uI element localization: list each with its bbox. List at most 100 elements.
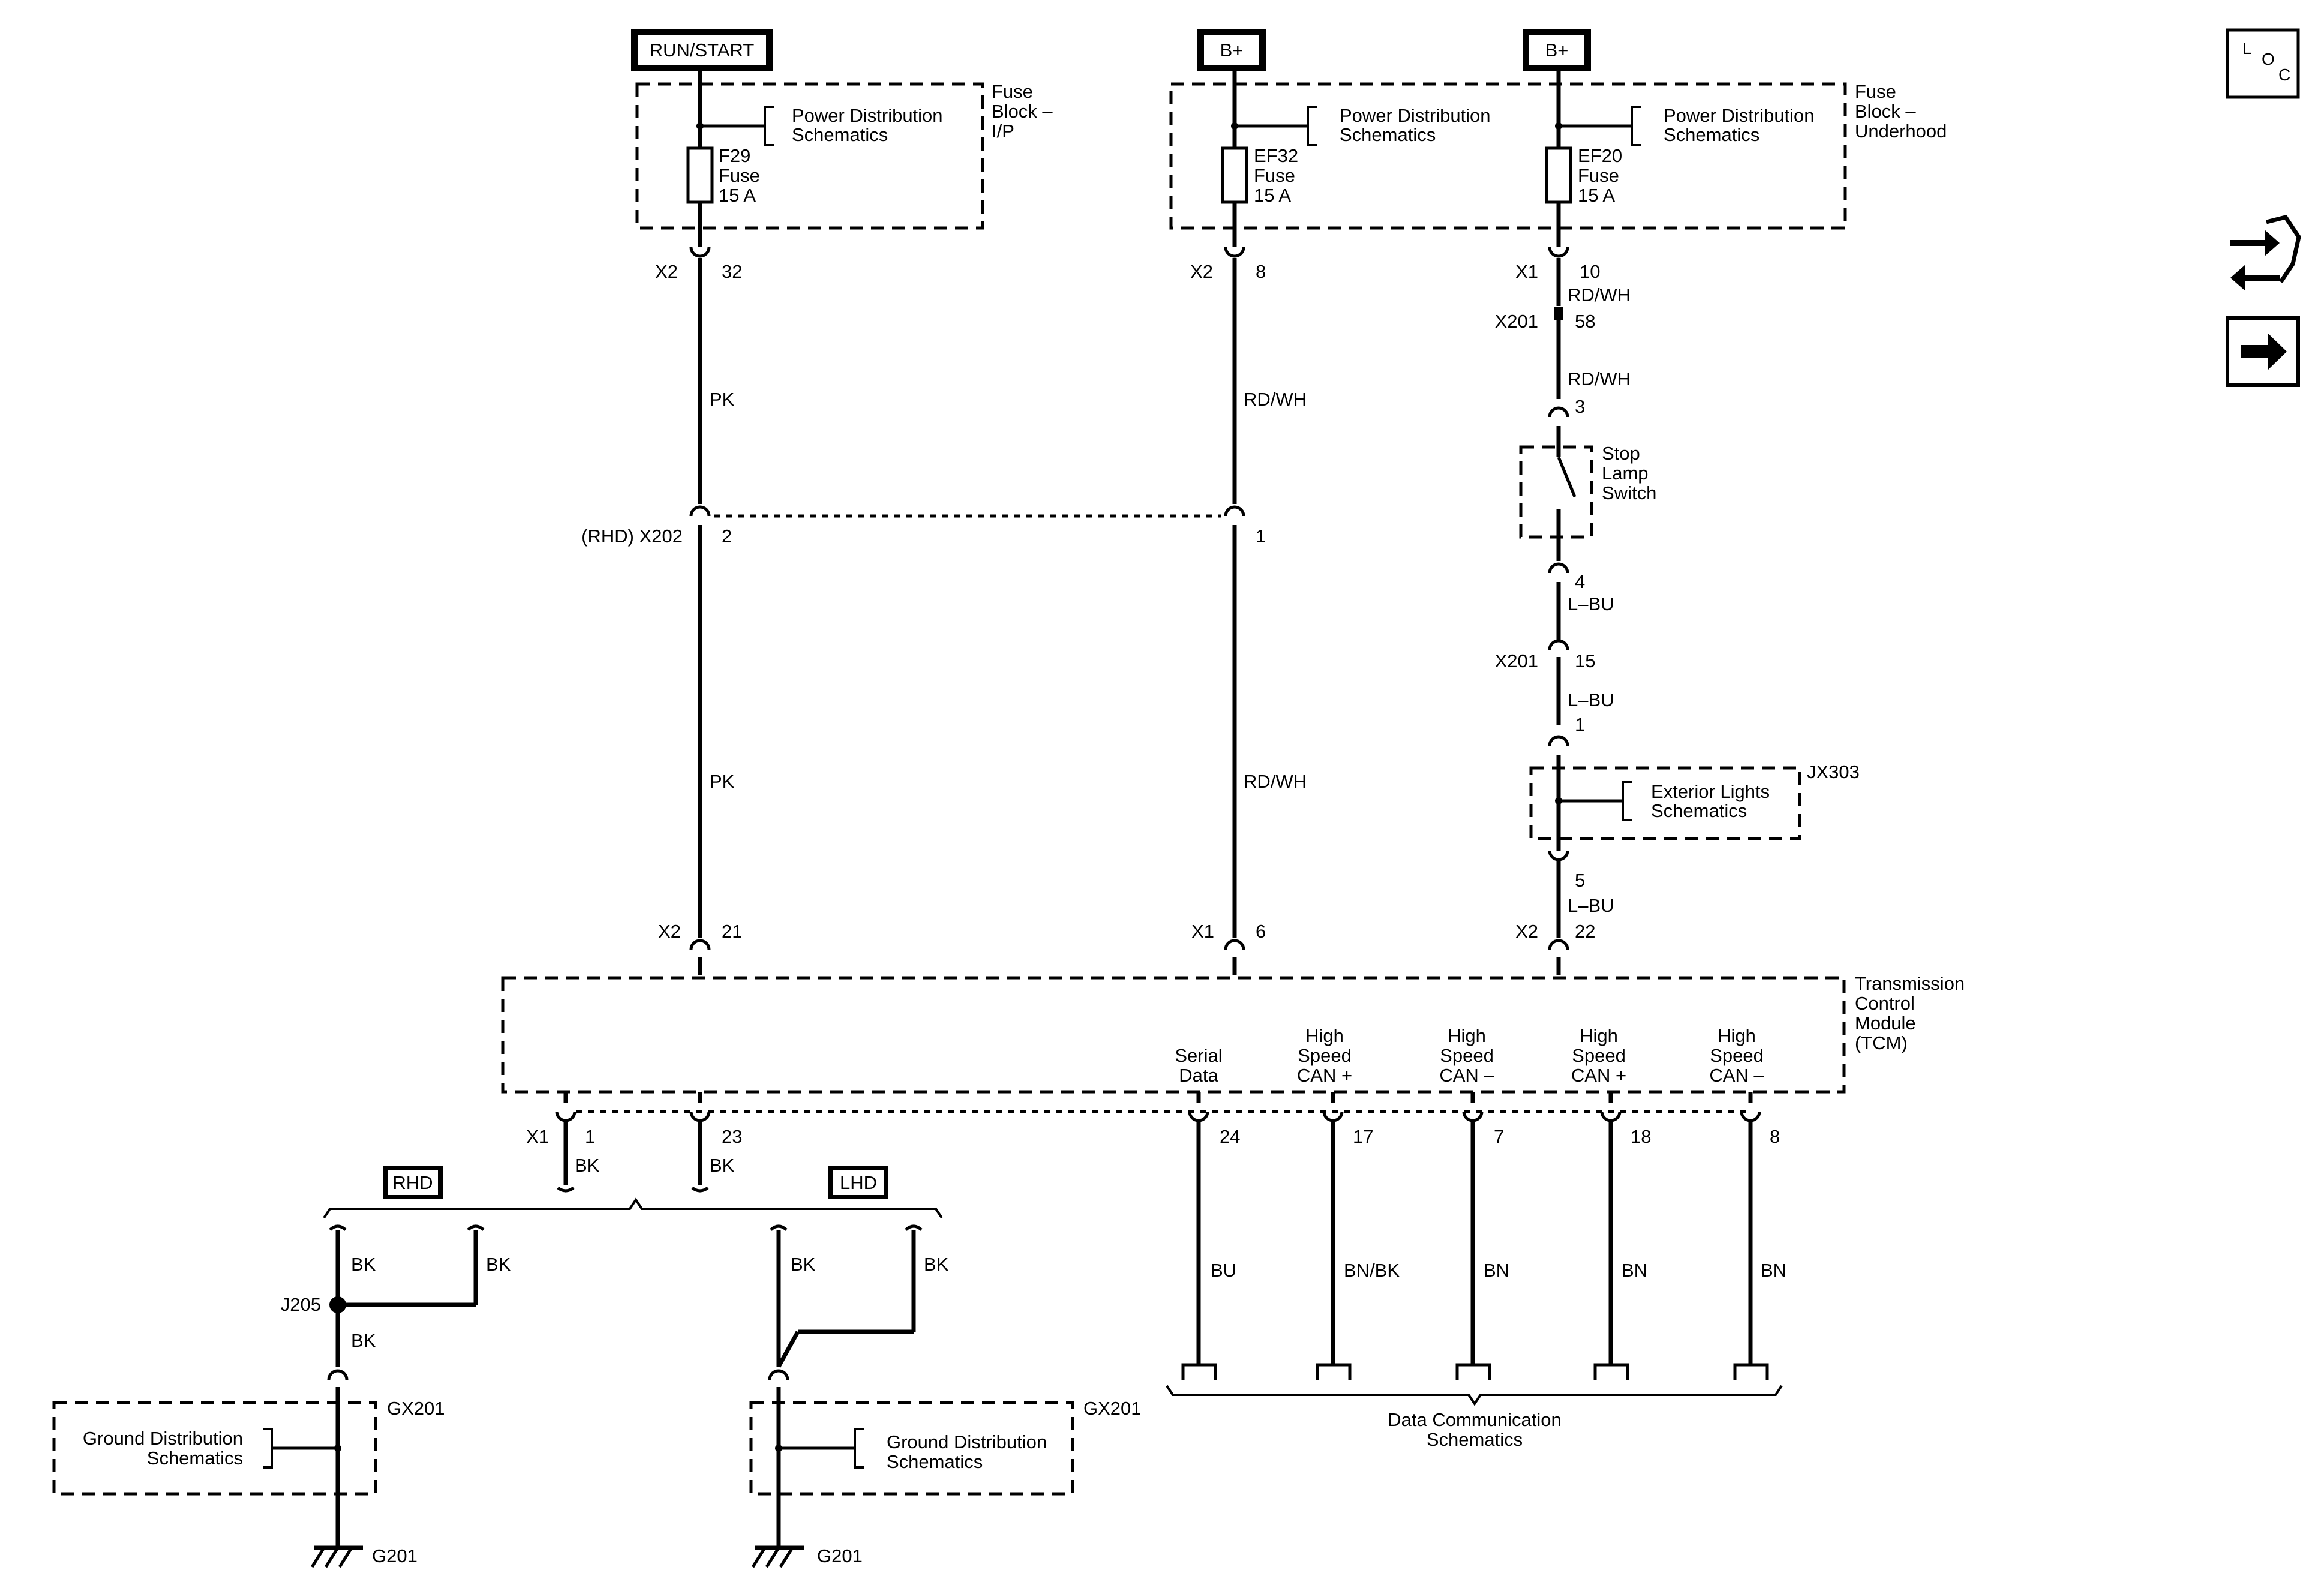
j205-label: J205 [281, 1294, 321, 1315]
rdwh-wire-1: RD/WH [1244, 389, 1307, 410]
output-3-label-2: Speed [1440, 1045, 1494, 1066]
fuse-ef32-ref-1: Power Distribution [1340, 105, 1491, 126]
gx201-left: GX201 [387, 1398, 445, 1419]
x1-ground-conn: X1 [526, 1126, 549, 1147]
output-5-wire: BN [1761, 1260, 1786, 1281]
bplus-label-2: B+ [1545, 40, 1569, 61]
loc-letter-o: O [2262, 50, 2275, 68]
x2-22-pin: 22 [1575, 921, 1595, 942]
x1-pin-23: 23 [722, 1126, 742, 1147]
x201-15-pin: 15 [1575, 650, 1595, 671]
data-comm-brace [1166, 1385, 1783, 1406]
output-5-label-3: CAN – [1709, 1065, 1764, 1086]
ground-symbol-left-icon [310, 1545, 363, 1568]
connector-pin1-icon [1548, 735, 1569, 746]
rhd-bk-2: BK [486, 1254, 511, 1275]
x1-10-pin: 10 [1580, 261, 1600, 282]
x2-32-pin: 32 [722, 261, 742, 282]
circuit-run-start: X2 32 PK (RHD) X202 2 PK X2 21 [581, 247, 742, 975]
loc-letter-l: L [2242, 39, 2252, 58]
pin-3: 3 [1575, 396, 1585, 417]
ground-box-left [52, 1401, 377, 1496]
tcm-label-4: (TCM) [1855, 1032, 1908, 1053]
rhd-bk-3: BK [351, 1330, 376, 1351]
connector-x2-22-icon [1548, 939, 1569, 950]
ground-circuits: X1 1 BK 23 BK RHD LHD BK BK J205 BK [52, 1092, 1142, 1568]
run-start-label: RUN/START [650, 40, 755, 61]
x1-6-pin: 6 [1256, 921, 1266, 942]
rdwh-wire-2: RD/WH [1244, 771, 1307, 792]
gnd-right-ref-1: Ground Distribution [887, 1431, 1047, 1452]
tcm-label-3: Module [1855, 1013, 1916, 1034]
lbu-wire-2: L–BU [1568, 689, 1614, 710]
output-1-wire: BU [1211, 1260, 1236, 1281]
connector-pin5-icon [1548, 850, 1569, 861]
bk-wire-b: BK [710, 1155, 735, 1176]
fuse-ip-ref-1: Power Distribution [792, 105, 943, 126]
connector-x1-6-icon [1224, 939, 1245, 950]
loc-icon[interactable]: L O C [2226, 28, 2300, 99]
pin-4: 4 [1575, 571, 1585, 592]
connector-x2-8-icon [1224, 247, 1245, 258]
tcm-output-can-plus-2: High Speed CAN + 18 BN [1571, 1025, 1651, 1380]
gnd-left-ref-2: Schematics [147, 1448, 243, 1469]
ground-box-right [749, 1401, 1074, 1496]
fuse-ef20-ref-2: Schematics [1664, 124, 1759, 145]
next-arrow-icon[interactable] [2226, 316, 2300, 387]
lhd-tag: LHD [828, 1166, 888, 1199]
output-3-wire: BN [1484, 1260, 1509, 1281]
x201-15-conn: X201 [1495, 650, 1538, 671]
tcm-output-can-minus-2: High Speed CAN – 8 BN [1709, 1025, 1786, 1380]
fuse-ef20-label-2: Fuse [1578, 165, 1619, 186]
ground-symbol-right-icon [751, 1545, 804, 1568]
j205-splice-icon [329, 1296, 346, 1313]
stop-switch-label-3: Switch [1602, 482, 1656, 503]
connector-pin4-icon [1548, 562, 1569, 574]
rhd-tag-label: RHD [392, 1172, 433, 1193]
x202-pin-2: 2 [722, 526, 732, 547]
output-5-pin: 8 [1770, 1126, 1780, 1147]
output-4-wire: BN [1622, 1260, 1647, 1281]
pk-wire-1: PK [710, 389, 735, 410]
tcm-module: Transmission Control Module (TCM) Serial… [501, 973, 1965, 1450]
connector-pin3-icon [1548, 406, 1569, 418]
fuse-ef32-label-2: Fuse [1254, 165, 1295, 186]
tcm-label-2: Control [1855, 993, 1915, 1014]
output-4-label-1: High [1580, 1025, 1618, 1046]
gx201-right: GX201 [1083, 1398, 1142, 1419]
run-start-tag: RUN/START [631, 29, 773, 71]
rhd-bk-1: BK [351, 1254, 376, 1275]
x2-8-pin: 8 [1256, 261, 1266, 282]
stop-lamp-switch-box [1519, 445, 1593, 539]
g201-left: G201 [372, 1545, 418, 1566]
data-comm-label-2: Schematics [1427, 1429, 1523, 1450]
x2-32-conn: X2 [655, 261, 678, 282]
fuse-ef20-icon [1545, 146, 1572, 204]
bplus-tag-1: B+ [1197, 29, 1266, 71]
connector-tool-icon[interactable] [2230, 215, 2301, 291]
output-4-label-2: Speed [1572, 1045, 1626, 1066]
output-4-pin: 18 [1631, 1126, 1651, 1147]
output-1-label-2: Data [1179, 1065, 1218, 1086]
bk-wire-a: BK [575, 1155, 600, 1176]
fuse-ef20-label-3: 15 A [1578, 185, 1615, 206]
lbu-wire-3: L–BU [1568, 895, 1614, 916]
output-3-pin: 7 [1494, 1126, 1504, 1147]
output-3-label-3: CAN – [1439, 1065, 1494, 1086]
lbu-wire-1: L–BU [1568, 593, 1614, 614]
x201-58-conn: X201 [1495, 311, 1538, 332]
fuse-f29-label-3: 15 A [719, 185, 756, 206]
connector-x2-21-icon [689, 939, 711, 950]
switch-contact-icon [1557, 457, 1577, 497]
fuse-f29-label-2: Fuse [719, 165, 760, 186]
output-2-label-3: CAN + [1297, 1065, 1352, 1086]
fuse-block-ip-label-3: I/P [992, 121, 1014, 142]
tcm-output-serial-data: Serial Data 24 BU [1175, 1045, 1240, 1380]
output-2-pin: 17 [1353, 1126, 1373, 1147]
output-4-label-3: CAN + [1571, 1065, 1626, 1086]
ext-lights-ref-2: Schematics [1651, 800, 1747, 821]
connector-x202-2-icon [689, 505, 711, 517]
fuse-block-uh-label-1: Fuse [1855, 81, 1896, 102]
pin-1: 1 [1575, 714, 1585, 735]
